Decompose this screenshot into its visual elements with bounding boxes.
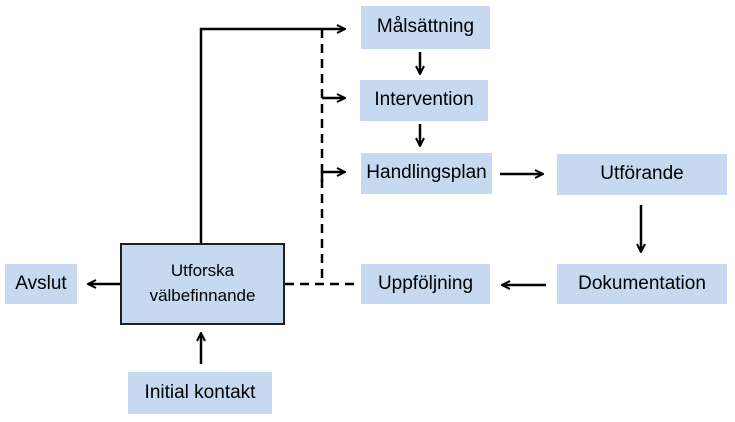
arrow-utforska-to-malsattning bbox=[199, 29, 345, 243]
node-malsattning: Målsättning bbox=[361, 6, 490, 49]
node-uppfoljning: Uppföljning bbox=[361, 264, 490, 304]
node-intervention: Intervention bbox=[360, 80, 488, 121]
arrow-to-handlingsplan bbox=[320, 172, 345, 182]
node-utforska-line1: Utforska bbox=[170, 261, 235, 281]
node-utforska-valbefinnande: Utforska välbefinnande bbox=[120, 243, 285, 325]
node-avslut: Avslut bbox=[5, 264, 77, 304]
node-handlingsplan: Handlingsplan bbox=[361, 153, 492, 194]
node-dokumentation: Dokumentation bbox=[557, 264, 727, 304]
node-utforska-line2: välbefinnande bbox=[149, 286, 256, 305]
node-initial-kontakt: Initial kontakt bbox=[128, 372, 272, 414]
node-utforande: Utförande bbox=[557, 154, 727, 195]
